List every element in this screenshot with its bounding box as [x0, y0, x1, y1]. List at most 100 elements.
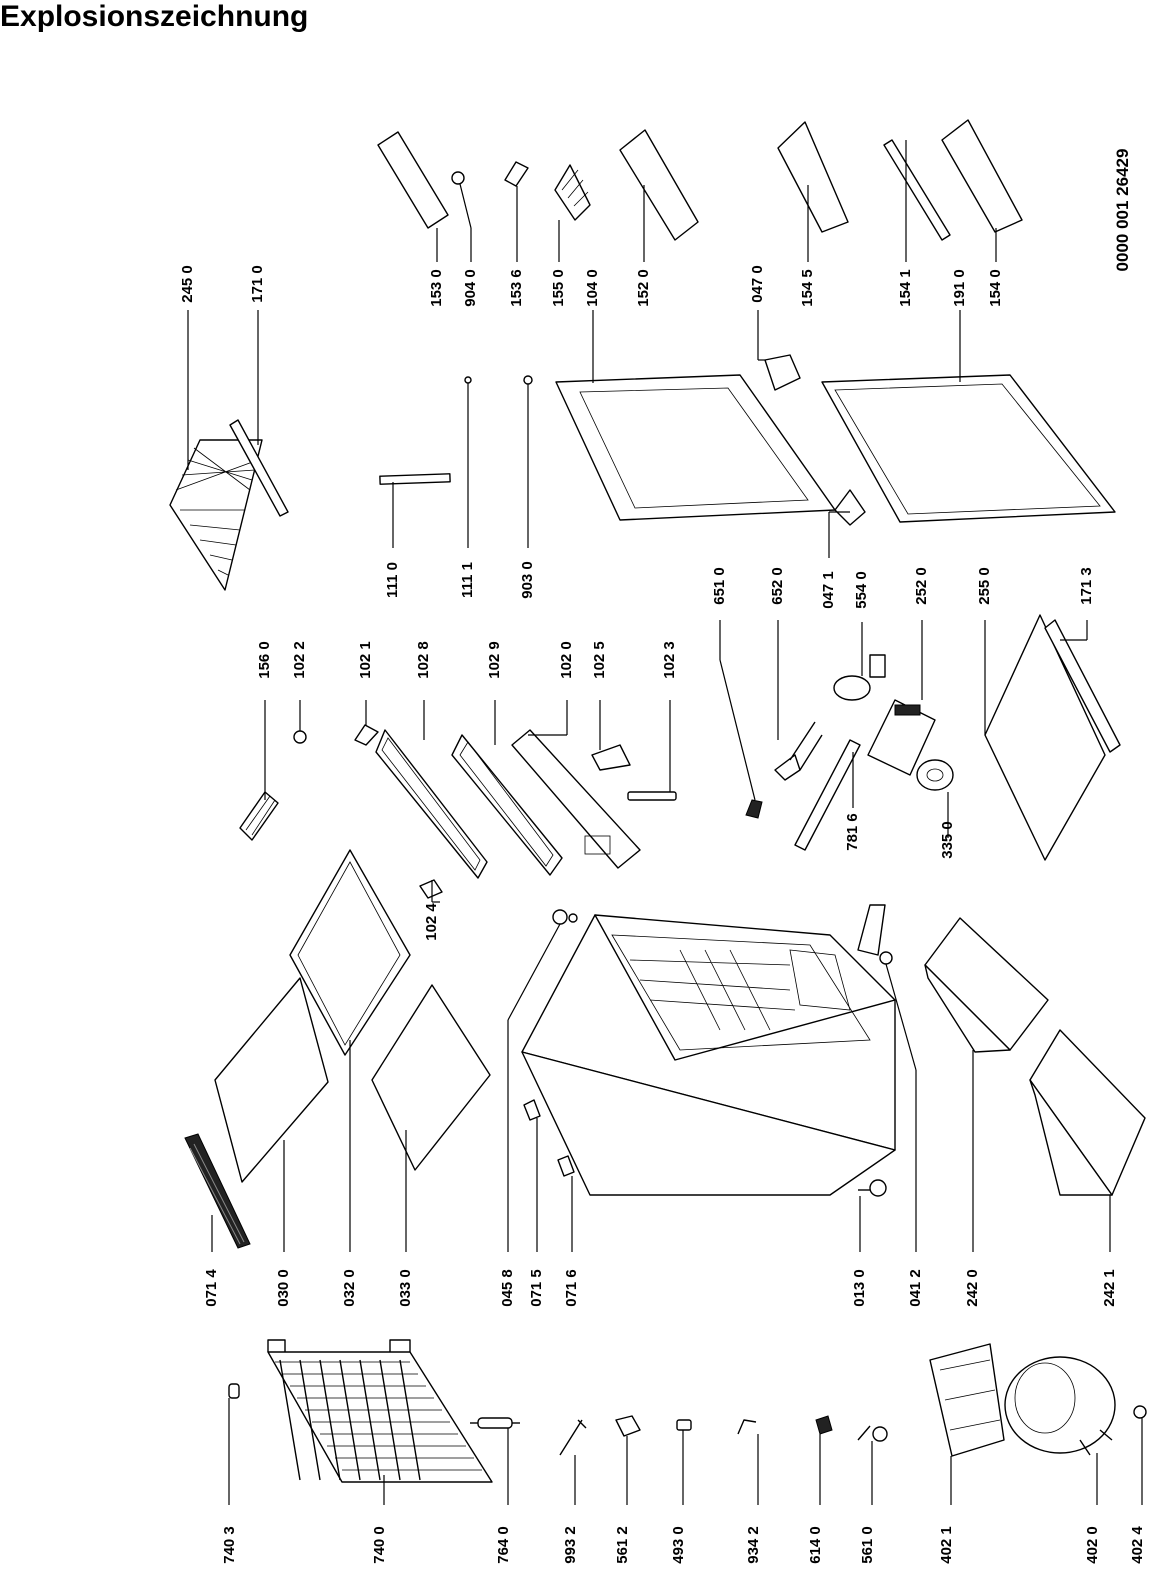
crisper-drawer-drawing — [924, 917, 1049, 1053]
shelf-frame-drawing — [289, 849, 411, 1056]
screw-111-1-drawing — [464, 376, 472, 384]
part-number-label: 191 0 — [951, 269, 968, 307]
part-number-label: 402 1 — [938, 1526, 955, 1564]
document-number: 0000 001 26429 — [1113, 149, 1132, 272]
part-number-label: 102 2 — [291, 641, 308, 679]
part-number-label: 032 0 — [341, 1269, 358, 1307]
door-gasket-drawing — [821, 374, 1116, 523]
part-number-label: 934 2 — [745, 1526, 762, 1564]
small-block-drawing — [676, 1419, 692, 1431]
part-number-label: 102 0 — [558, 641, 575, 679]
light-housing-drawing — [867, 699, 936, 776]
condenser-coil-drawing — [267, 1339, 493, 1483]
part-number-label: 152 0 — [635, 269, 652, 307]
part-number-label: 071 6 — [563, 1269, 580, 1307]
rail-111-0-drawing — [379, 473, 451, 485]
clip-102-4-drawing — [419, 879, 443, 899]
part-number-label: 102 5 — [591, 641, 608, 679]
strip-171-0-drawing — [229, 419, 289, 517]
part-number-label: 102 4 — [423, 903, 440, 941]
hinge-plate-drawing — [857, 904, 893, 965]
freezer-door-drawing — [451, 734, 563, 876]
relay-drawing — [615, 1415, 641, 1437]
hinge-047-1-drawing — [834, 489, 866, 526]
strip-154-1-drawing — [883, 139, 951, 241]
bottle-holder-drawing — [377, 131, 449, 229]
wire-rack-drawing — [169, 439, 263, 591]
part-number-label: 242 0 — [964, 1269, 981, 1307]
part-number-label: 153 0 — [428, 269, 445, 307]
part-number-label: 153 6 — [508, 269, 525, 307]
part-number-label: 102 1 — [357, 641, 374, 679]
part-number-label: 255 0 — [976, 567, 993, 605]
part-number-label: 171 3 — [1078, 567, 1095, 605]
part-number-label: 740 3 — [221, 1526, 238, 1564]
part-number-label: 154 0 — [987, 269, 1004, 307]
plate-102-5-drawing — [591, 744, 631, 771]
part-number-label: 993 2 — [562, 1526, 579, 1564]
thermostat-drawing — [774, 721, 823, 781]
part-number-label: 102 3 — [661, 641, 678, 679]
part-number-label: 045 8 — [499, 1269, 516, 1307]
bracket-drawing — [737, 1419, 757, 1435]
part-number-label: 033 0 — [397, 1269, 414, 1307]
grommet-drawing — [1133, 1405, 1147, 1419]
glass-shelf-drawing — [214, 977, 329, 1183]
door-shelf-152-drawing — [619, 129, 699, 241]
glass-shelf-2-drawing — [371, 984, 491, 1171]
part-number-label: 614 0 — [807, 1526, 824, 1564]
thermostat-knob-drawing — [916, 759, 954, 791]
part-number-label: 102 8 — [415, 641, 432, 679]
screw-903-0-drawing — [523, 375, 533, 385]
part-number-label: 013 0 — [851, 1269, 868, 1307]
part-number-label: 561 0 — [859, 1526, 876, 1564]
part-number-label: 245 0 — [179, 265, 196, 303]
cabinet-drawing — [521, 914, 896, 1196]
part-number-label: 154 1 — [897, 269, 914, 307]
clip-drawing — [228, 1383, 240, 1399]
egg-tray-drawing — [239, 791, 279, 841]
part-number-label: 781 6 — [844, 813, 861, 851]
crisper-drawer-2-drawing — [1029, 1029, 1146, 1196]
part-number-label: 561 2 — [614, 1526, 631, 1564]
part-number-label: 071 4 — [203, 1269, 220, 1307]
clamp-drawing — [815, 1415, 833, 1435]
part-number-label: 071 5 — [528, 1269, 545, 1307]
strip-171-3-drawing — [1044, 619, 1121, 753]
part-number-label: 764 0 — [495, 1526, 512, 1564]
bracket-071-6-drawing — [557, 1155, 575, 1177]
door-shelf-154-5-drawing — [777, 121, 849, 233]
light-bar-drawing — [794, 739, 861, 851]
foot-drawing — [858, 1179, 887, 1197]
part-number-label: 102 9 — [486, 641, 503, 679]
glass-255-drawing — [984, 614, 1106, 861]
filter-drier-drawing — [470, 1417, 520, 1429]
overload-drawing — [857, 1425, 888, 1442]
pin-drawing — [559, 1419, 587, 1456]
latch-102-3-drawing — [627, 791, 677, 801]
part-number-label: 252 0 — [913, 567, 930, 605]
clip-153-6-drawing — [504, 161, 529, 187]
part-number-label: 047 0 — [749, 265, 766, 303]
part-number-label: 740 0 — [371, 1526, 388, 1564]
hinge-pin-drawing — [552, 909, 578, 925]
part-number-label: 155 0 — [550, 269, 567, 307]
part-number-label: 104 0 — [584, 269, 601, 307]
bracket-071-5-drawing — [523, 1099, 541, 1121]
part-number-label: 651 0 — [711, 567, 728, 605]
part-number-label: 041 2 — [907, 1269, 924, 1307]
part-number-label: 903 0 — [519, 561, 536, 599]
part-number-label: 652 0 — [769, 567, 786, 605]
part-number-label: 111 1 — [459, 562, 476, 598]
part-number-label: 554 0 — [853, 571, 870, 609]
part-number-label: 047 1 — [820, 571, 837, 609]
hinge-102-1-drawing — [354, 724, 379, 746]
part-number-label: 154 5 — [799, 269, 816, 307]
freezer-door-frame-drawing — [375, 729, 488, 879]
compressor-bracket-drawing — [929, 1343, 1005, 1457]
leader-lines — [187, 140, 1143, 1505]
page-title: Explosionszeichnung — [0, 0, 309, 33]
part-number-label: 030 0 — [275, 1269, 292, 1307]
